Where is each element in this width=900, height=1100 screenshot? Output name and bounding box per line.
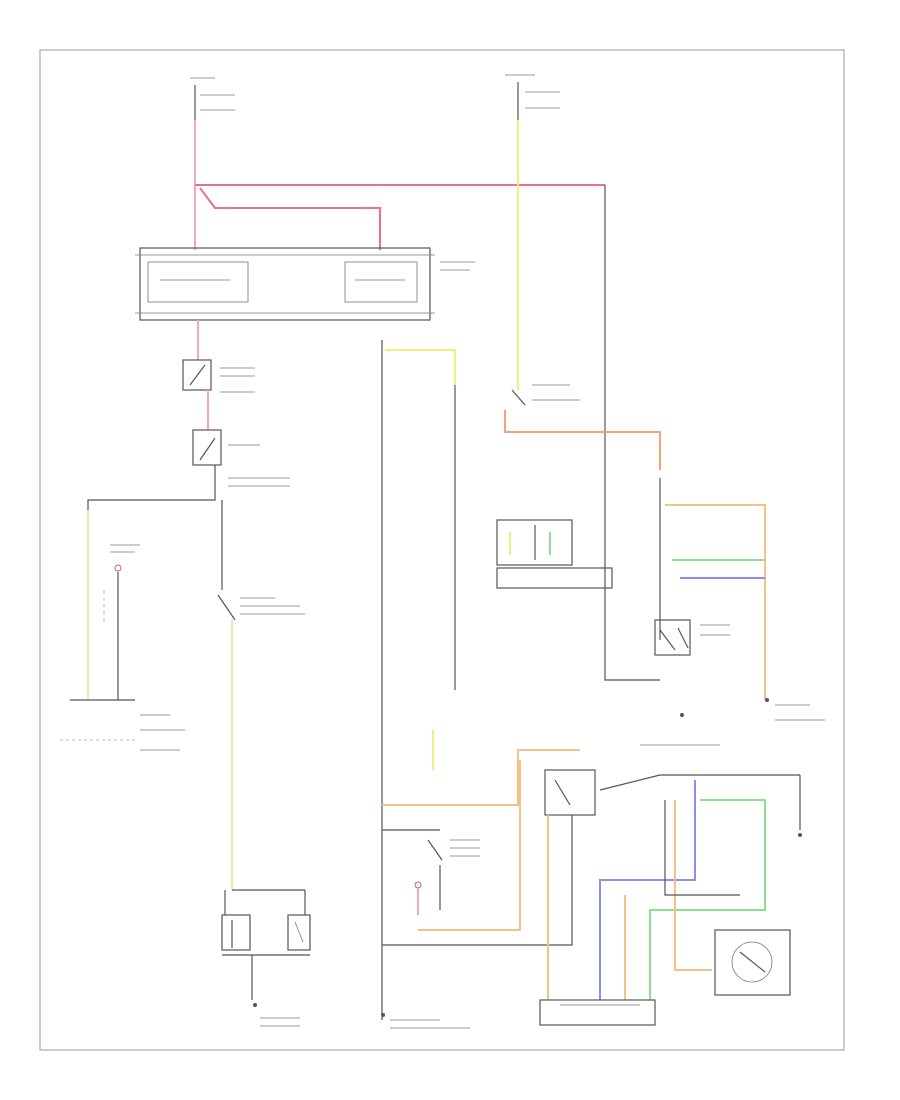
diagram-frame: [39, 49, 845, 1051]
center-bottom-black: [382, 815, 573, 946]
relay-switch-1: [182, 359, 255, 393]
pale-yellow-center-wire: [385, 349, 456, 385]
green-bottom-wire: [649, 799, 766, 1000]
top-right-relay: [511, 384, 580, 406]
top-right-fuse: [505, 74, 560, 120]
right-fuse-block: [496, 519, 613, 589]
center-switch: [382, 829, 480, 915]
bottom-connector: [539, 999, 656, 1026]
right-ground-2: [765, 698, 769, 702]
center-ground: [381, 1013, 385, 1017]
blue-bottom-wire: [599, 780, 696, 1000]
right-multi-switch: [654, 619, 730, 656]
multi-function-switch: [217, 594, 305, 621]
orange-center-run: [382, 749, 580, 806]
top-left-fuse: [190, 77, 235, 120]
relay-switch-2: [192, 429, 290, 487]
left-indicator-lamp: [60, 544, 185, 751]
black-down-wire: [87, 465, 216, 510]
orange-top-right-wire: [665, 504, 766, 700]
right-ground-1: [680, 713, 684, 717]
right-black-mid: [664, 800, 740, 896]
round-switch: [714, 929, 791, 996]
pink-branch-wire: [199, 187, 381, 250]
orange-bottom-loop: [418, 760, 521, 931]
orange-right-wire: [504, 410, 661, 470]
orange-right-loop: [674, 800, 712, 971]
fuse-junction-box: [135, 247, 475, 321]
bottom-left-relays: [221, 889, 311, 1027]
right-black-drop: [604, 185, 660, 681]
bottom-right-switch: [544, 769, 802, 837]
